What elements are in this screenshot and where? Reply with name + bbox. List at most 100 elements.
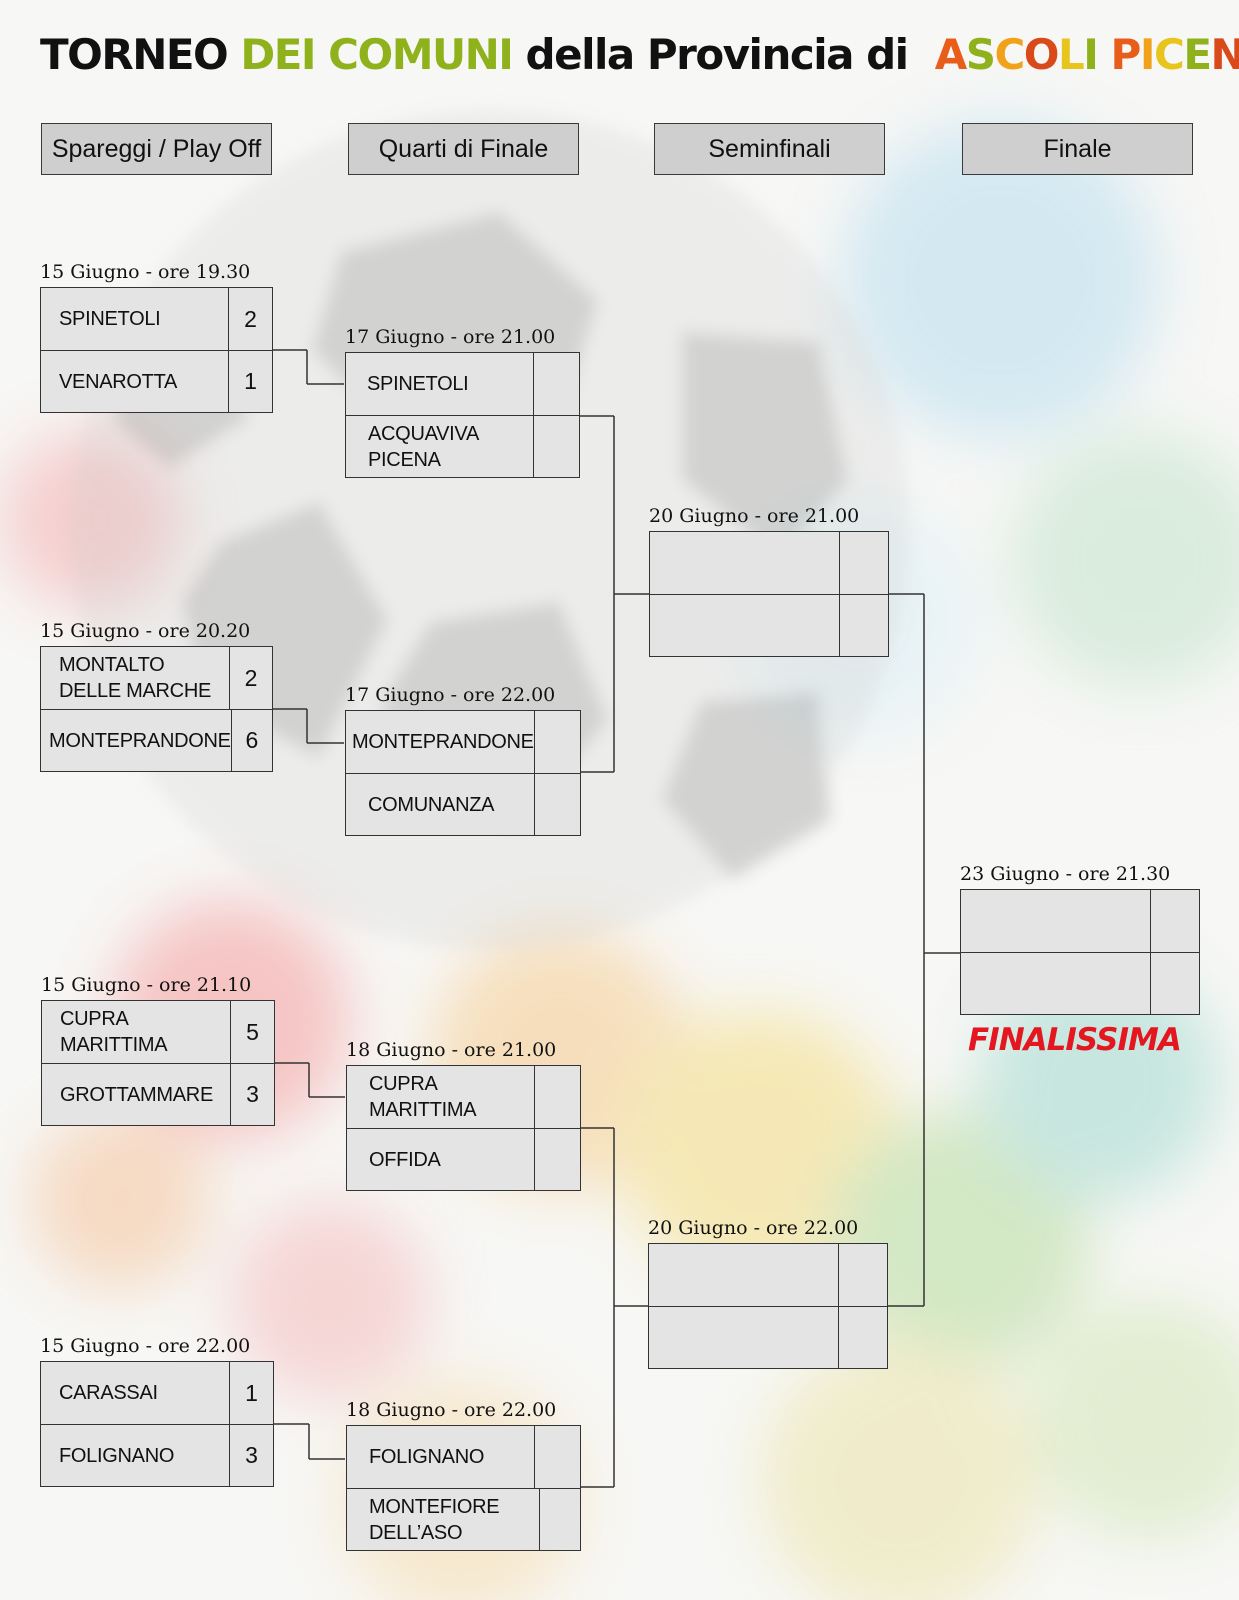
match-team-row	[961, 890, 1199, 952]
match-date: 15 Giugno - ore 20.20	[40, 620, 251, 642]
match-date: 17 Giugno - ore 21.00	[345, 326, 556, 348]
match-date: 17 Giugno - ore 22.00	[345, 684, 556, 706]
team-name: ACQUAVIVA PICENA	[346, 416, 534, 477]
team-score	[839, 1244, 887, 1306]
title-letter: E	[1183, 30, 1212, 79]
team-name	[649, 1307, 839, 1368]
team-score: 1	[245, 1379, 258, 1406]
team-score	[535, 1426, 580, 1488]
team-score: 5	[246, 1018, 259, 1045]
match-team-row	[650, 594, 888, 656]
team-name: GROTTAMMARE	[42, 1064, 231, 1125]
title-letter	[1097, 30, 1110, 79]
team-name: CUPRA MARITTIMA	[347, 1066, 535, 1128]
match-playoff-1: 15 Giugno - ore 19.30 SPINETOLI 2 VENARO…	[40, 261, 273, 413]
team-score	[535, 711, 580, 773]
match-date: 15 Giugno - ore 19.30	[40, 261, 251, 283]
match-team-row	[961, 952, 1199, 1014]
match-semifinal-1: 20 Giugno - ore 21.00	[649, 505, 889, 657]
match-team-row: ACQUAVIVA PICENA	[346, 415, 579, 477]
team-name: MONTALTO DELLE MARCHE	[41, 647, 230, 709]
team-name	[650, 532, 840, 594]
match-date: 18 Giugno - ore 21.00	[346, 1039, 557, 1061]
team-score	[1151, 953, 1199, 1014]
match-date: 18 Giugno - ore 22.00	[346, 1399, 557, 1421]
team-name: FOLIGNANO	[347, 1426, 535, 1488]
match-team-row: COMUNANZA	[346, 773, 580, 835]
title-letter: P	[1110, 30, 1142, 79]
match-quarterfinal-4: 18 Giugno - ore 22.00 FOLIGNANO MONTEFIO…	[346, 1399, 581, 1551]
finalissima-label: FINALISSIMA	[968, 1022, 1182, 1058]
team-name: MONTEFIORE DELL’ASO	[347, 1489, 541, 1550]
team-score	[839, 1307, 887, 1368]
team-name	[649, 1244, 839, 1306]
title-letter: L	[1058, 30, 1085, 79]
column-header-quarti: Quarti di Finale	[348, 123, 579, 175]
title-letter: I	[1139, 30, 1156, 79]
team-score	[535, 774, 580, 835]
match-date: 23 Giugno - ore 21.30	[960, 863, 1171, 885]
title-part-provincia: della Provincia di	[525, 30, 910, 79]
match-date: 20 Giugno - ore 21.00	[649, 505, 860, 527]
match-team-row: VENAROTTA 1	[41, 350, 272, 412]
match-team-row	[649, 1306, 887, 1368]
match-team-row: MONTEPRANDONE 6	[41, 709, 272, 771]
match-playoff-3: 15 Giugno - ore 21.10 CUPRA MARITTIMA 5 …	[41, 974, 275, 1126]
team-score	[535, 1066, 580, 1128]
team-name: CUPRA MARITTIMA	[42, 1001, 231, 1063]
match-team-row: CARASSAI 1	[41, 1362, 273, 1424]
team-score: 2	[244, 664, 258, 691]
match-semifinal-2: 20 Giugno - ore 22.00	[648, 1217, 888, 1369]
match-team-row	[650, 532, 888, 594]
match-date: 15 Giugno - ore 22.00	[40, 1335, 251, 1357]
team-score	[840, 532, 888, 594]
team-score	[534, 416, 579, 477]
team-score	[540, 1489, 580, 1550]
match-team-row: OFFIDA	[347, 1128, 580, 1190]
match-team-row: CUPRA MARITTIMA 5	[42, 1001, 274, 1063]
team-name: OFFIDA	[347, 1129, 535, 1190]
team-score: 2	[244, 305, 257, 332]
match-team-row: FOLIGNANO	[347, 1426, 580, 1488]
column-header-playoff: Spareggi / Play Off	[41, 123, 272, 175]
title-part-torneo: TORNEO	[40, 30, 229, 79]
team-name: MONTEPRANDONE	[41, 710, 232, 771]
match-team-row: CUPRA MARITTIMA	[347, 1066, 580, 1128]
team-name: COMUNANZA	[346, 774, 535, 835]
match-team-row	[649, 1244, 887, 1306]
title-letter: C	[994, 30, 1025, 79]
team-score	[840, 595, 888, 656]
match-quarterfinal-2: 17 Giugno - ore 22.00 MONTEPRANDONE COMU…	[345, 684, 581, 836]
match-team-row: MONTALTO DELLE MARCHE 2	[41, 647, 272, 709]
title-letter: S	[965, 30, 996, 79]
team-name: FOLIGNANO	[41, 1425, 230, 1486]
title-part-dei-comuni: DEI COMUNI	[240, 30, 514, 79]
match-playoff-4: 15 Giugno - ore 22.00 CARASSAI 1 FOLIGNA…	[40, 1335, 274, 1487]
title-letter: C	[1153, 30, 1185, 79]
match-team-row: MONTEPRANDONE	[346, 711, 580, 773]
team-name: MONTEPRANDONE	[346, 711, 535, 773]
team-score: 3	[246, 1081, 259, 1107]
match-team-row: SPINETOLI 2	[41, 288, 272, 350]
team-name: CARASSAI	[41, 1362, 230, 1424]
column-header-finale: Finale	[962, 123, 1193, 175]
team-name	[961, 890, 1151, 952]
team-score	[535, 1129, 580, 1190]
page-title: TORNEO DEI COMUNI della Provincia di ASC…	[40, 30, 1239, 90]
title-letter: N	[1210, 30, 1239, 79]
match-playoff-2: 15 Giugno - ore 20.20 MONTALTO DELLE MAR…	[40, 620, 273, 772]
team-name	[650, 595, 840, 656]
team-score	[534, 353, 579, 415]
match-team-row: SPINETOLI	[346, 353, 579, 415]
match-final: 23 Giugno - ore 21.30	[960, 863, 1200, 1015]
match-quarterfinal-1: 17 Giugno - ore 21.00 SPINETOLI ACQUAVIV…	[345, 326, 580, 478]
column-header-semifinali: Seminfinali	[654, 123, 885, 175]
team-score: 3	[245, 1442, 258, 1468]
title-letter: A	[934, 30, 968, 79]
title-part-ascoli-piceno: ASCOLI PICENO	[935, 30, 1239, 79]
team-name: SPINETOLI	[41, 288, 229, 350]
team-score: 6	[245, 727, 259, 753]
team-score: 1	[244, 368, 257, 394]
team-name: SPINETOLI	[346, 353, 534, 415]
